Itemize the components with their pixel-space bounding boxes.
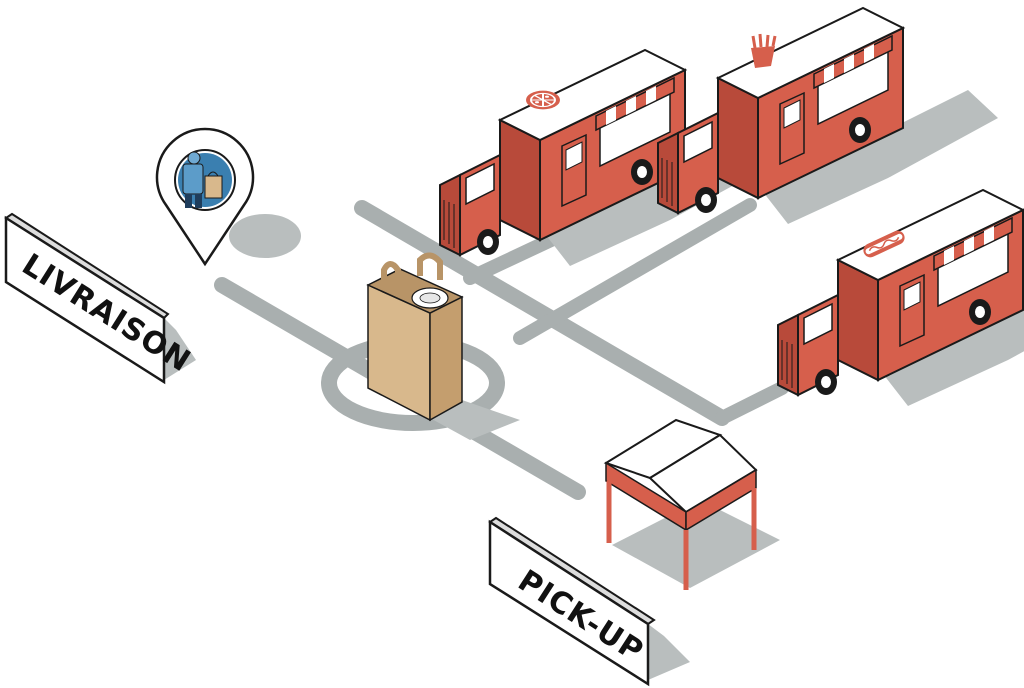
delivery-sign-label: LIVRAISON bbox=[16, 247, 197, 379]
bag-handle-right bbox=[417, 252, 443, 280]
tent-shadow bbox=[612, 500, 780, 588]
delivery-sign-shadow bbox=[164, 318, 196, 380]
food-truck-fries bbox=[657, 7, 999, 225]
delivery-sign-panel bbox=[4, 215, 166, 385]
road-to-truck-hotdog bbox=[715, 381, 789, 425]
delivery-sign: LIVRAISON bbox=[4, 212, 197, 385]
food-truck-pizza bbox=[439, 49, 781, 267]
fries-icon bbox=[751, 33, 777, 68]
road-cross bbox=[354, 200, 730, 426]
bag-shadow bbox=[430, 400, 520, 440]
bag-handle-left bbox=[381, 261, 401, 296]
food-truck-hotdog bbox=[777, 189, 1024, 407]
delivery-pin bbox=[155, 127, 301, 267]
pizza-icon bbox=[526, 90, 560, 110]
hotdog-icon bbox=[863, 230, 905, 258]
paper-bag-icon bbox=[366, 252, 520, 440]
road-to-truck-fries bbox=[513, 198, 757, 345]
pickup-sign-shadow bbox=[648, 624, 690, 680]
pickup-sign-panel bbox=[488, 519, 650, 687]
delivery-person-icon bbox=[178, 151, 232, 208]
bag-side bbox=[429, 295, 463, 422]
pin-shadow bbox=[229, 214, 301, 258]
pickup-tent-icon bbox=[603, 418, 780, 590]
